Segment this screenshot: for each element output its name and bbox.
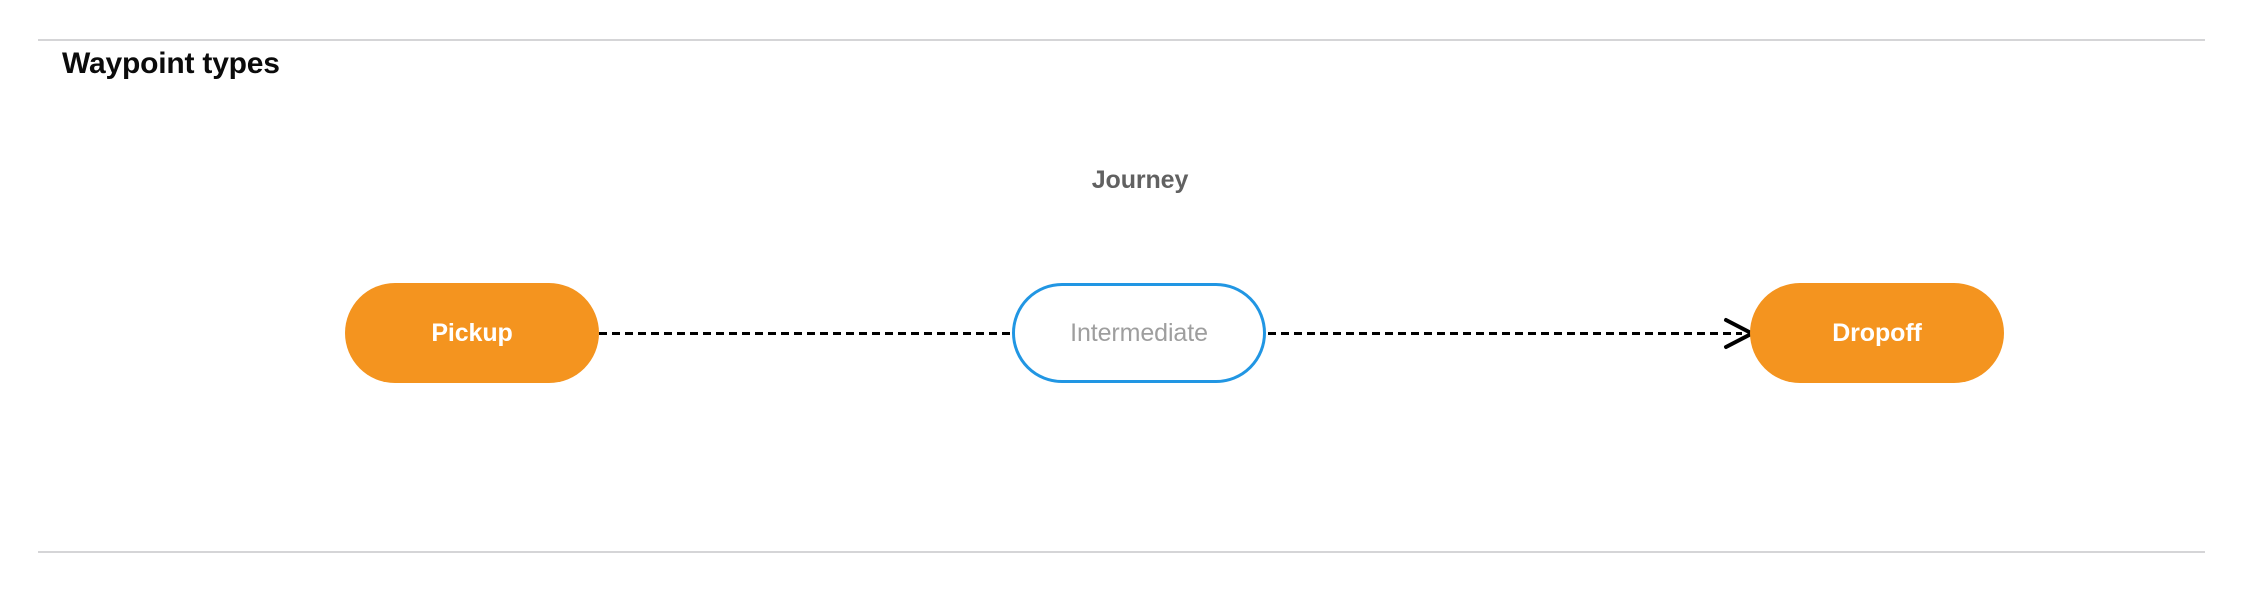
section-divider-bottom <box>38 551 2205 553</box>
section-divider-top <box>38 39 2205 41</box>
node-pickup[interactable]: Pickup <box>345 283 599 383</box>
journey-group-label: Journey <box>1091 166 1189 194</box>
node-dropoff-label: Dropoff <box>1832 318 1922 347</box>
node-pickup-label: Pickup <box>431 318 513 347</box>
node-intermediate-label: Intermediate <box>1070 318 1208 347</box>
node-dropoff[interactable]: Dropoff <box>1750 283 2004 383</box>
page-title: Waypoint types <box>62 47 280 80</box>
edge-arrowhead-icon <box>1724 318 1757 349</box>
node-intermediate[interactable]: Intermediate <box>1012 283 1266 383</box>
